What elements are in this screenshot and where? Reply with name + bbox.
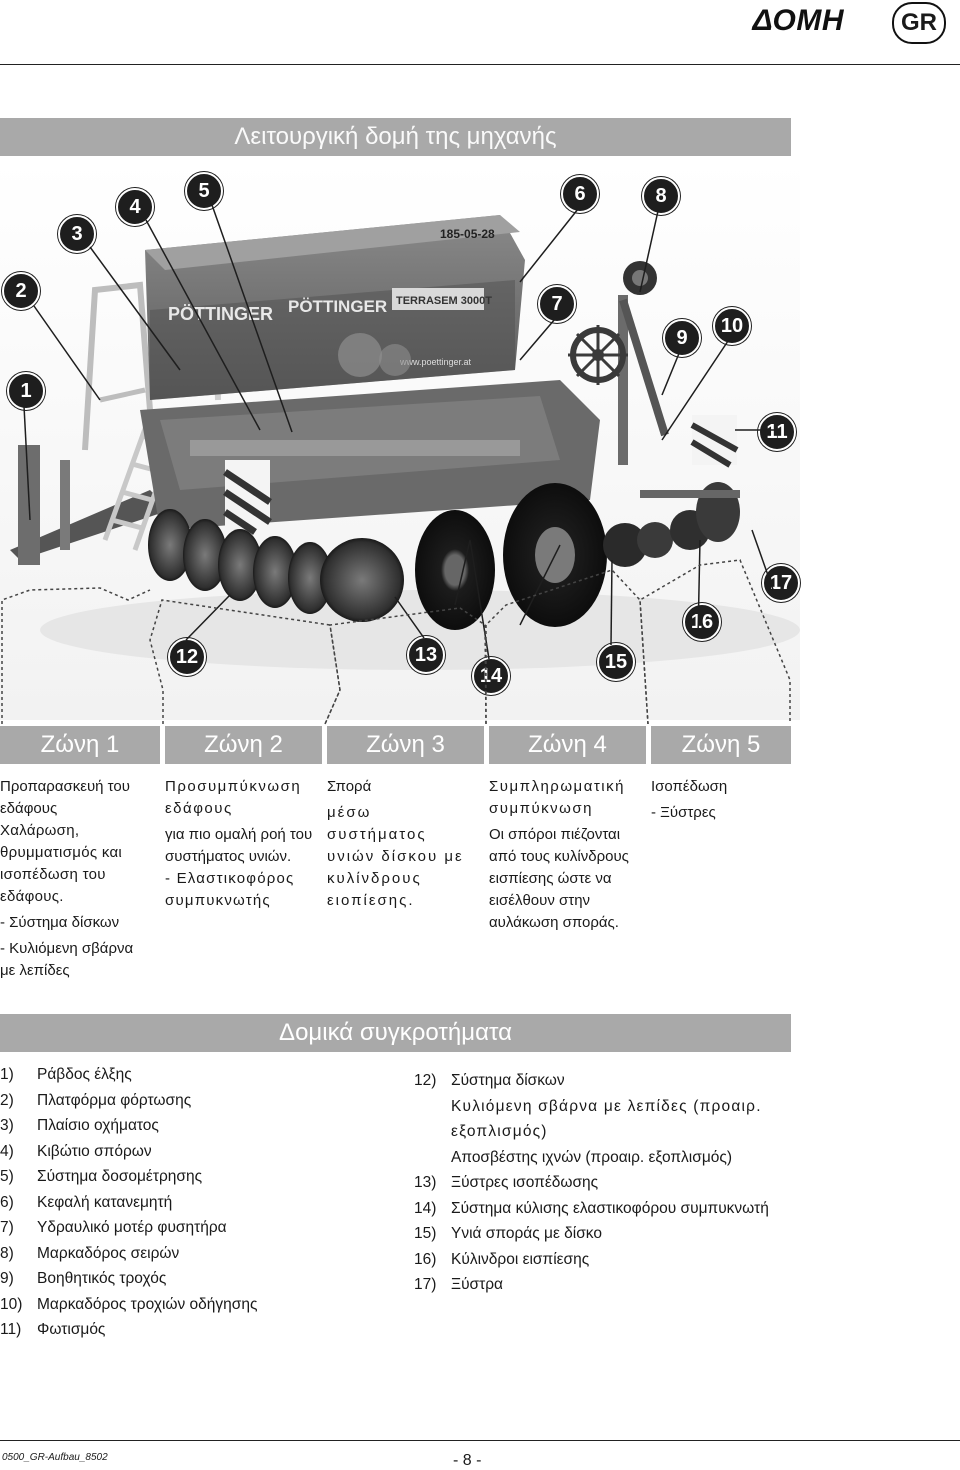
section-title: ΔΟΜΗ — [752, 4, 844, 37]
component-item: 17)Ξύστρα — [414, 1276, 504, 1293]
hopper-label: 185-05-28 — [440, 227, 495, 241]
functional-structure-title: Λειτουργική δομή της μηχανής — [0, 118, 791, 156]
callout-13: 13 — [407, 636, 445, 674]
component-item: 2)Πλατφόρμα φόρτωσης — [0, 1091, 192, 1109]
zone-1-title: Ζώνη 1 — [0, 726, 160, 764]
component-item: 11)Φωτισμός — [0, 1321, 106, 1338]
callout-12: 12 — [168, 638, 206, 676]
callout-2: 2 — [2, 272, 40, 310]
seed-drill-illustration: 185-05-28 PÖTTINGER PÖTTINGER TERRASEM 3… — [0, 160, 800, 720]
component-item: 15)Υνιά σποράς με δίσκο — [414, 1225, 602, 1242]
component-item: 3)Πλαίσιο οχήματος — [0, 1117, 159, 1134]
callout-3: 3 — [58, 215, 96, 253]
zone-5-line: - Ξύστρες — [651, 804, 716, 821]
component-item: 6)Κεφαλή κατανεμητή — [0, 1193, 173, 1211]
zone-2-line: για πιο ομαλή ροή του συστήματος υνιών. — [165, 826, 313, 865]
component-item: 14)Σύστημα κύλισης ελαστικοφόρου συμπυκν… — [414, 1199, 769, 1217]
component-item: 16)Κύλινδροι εισπίεσης — [414, 1250, 590, 1268]
page-number: - 8 - — [453, 1452, 482, 1469]
document-code: 0500_GR-Aufbau_8502 — [2, 1452, 108, 1463]
brand-logo-left: PÖTTINGER — [168, 304, 273, 324]
component-item: 7)Υδραυλικό μοτέρ φυσητήρα — [0, 1219, 227, 1236]
zone-4-line: Οι σπόροι πιέζονται από τους κυλίνδρους … — [489, 826, 629, 931]
components-title: Δομικά συγκροτήματα — [0, 1014, 791, 1052]
zone-5-title: Ζώνη 5 — [651, 726, 791, 764]
zone-3-line: Σπορά — [327, 778, 372, 795]
zone-5-description: Ισοπέδωση - Ξύστρες — [651, 776, 791, 824]
zone-2-line: Προσυμπύκνωση εδάφους — [165, 778, 302, 817]
url-label: www.poettinger.at — [399, 357, 472, 367]
components-list-right: 12)Σύστημα δίσκων Κυλιόμενη σβάρνα με λε… — [414, 1068, 794, 1298]
callout-5: 5 — [185, 172, 223, 210]
component-item: 12)Σύστημα δίσκων — [414, 1072, 565, 1089]
callout-4: 4 — [116, 188, 154, 226]
callout-6: 6 — [561, 175, 599, 213]
components-list-left: 1)Ράβδος έλξης 2)Πλατφόρμα φόρτωσης 3)Πλ… — [0, 1062, 380, 1343]
component-item: Αποσβέστης ιχνών (προαιρ. εξοπλισμός) — [451, 1148, 732, 1166]
callout-1: 1 — [7, 372, 45, 410]
callout-14: 14 — [472, 657, 510, 695]
callout-15: 15 — [597, 643, 635, 681]
zone-2-line: - Ελαστικοφόρος συμπυκνωτής — [165, 870, 295, 909]
component-item: 10)Μαρκαδόρος τροχιών οδήγησης — [0, 1295, 258, 1313]
component-item: 8)Μαρκαδόρος σειρών — [0, 1244, 180, 1262]
callout-17: 17 — [762, 564, 800, 602]
callout-7: 7 — [538, 285, 576, 323]
brand-logo-right: PÖTTINGER — [288, 297, 387, 316]
component-item: 1)Ράβδος έλξης — [0, 1066, 132, 1083]
zone-1-line: Χαλάρωση, θρυμματισμός και ισοπέδωση του… — [0, 822, 123, 905]
model-label: TERRASEM 3000T — [396, 295, 492, 307]
zone-2-title: Ζώνη 2 — [165, 726, 322, 764]
zone-1-line: - Κυλιόμενη σβάρνα με λεπίδες — [0, 940, 134, 979]
machine-figure: 185-05-28 PÖTTINGER PÖTTINGER TERRASEM 3… — [0, 160, 800, 720]
component-item: 4)Κιβώτιο σπόρων — [0, 1142, 152, 1160]
zone-5-line: Ισοπέδωση — [651, 778, 728, 795]
zone-4-line: Συμπληρωματική συμπύκνωση — [489, 778, 625, 817]
component-item: Κυλιόμενη σβάρνα με λεπίδες (προαιρ. εξο… — [451, 1097, 762, 1141]
callout-9: 9 — [663, 319, 701, 357]
component-item: 5)Σύστημα δοσομέτρησης — [0, 1168, 203, 1185]
zone-1-line: Προπαρασκευή του εδάφους — [0, 778, 130, 817]
header-rule — [0, 64, 960, 65]
callout-10: 10 — [713, 307, 751, 345]
zone-1-description: Προπαρασκευή του εδάφους Χαλάρωση, θρυμμ… — [0, 776, 146, 982]
callout-11: 11 — [758, 413, 796, 451]
zone-4-description: Συμπληρωματική συμπύκνωση Οι σπόροι πιέζ… — [489, 776, 639, 934]
zone-3-line: μέσω συστήματος υνιών δίσκου με κυλίνδρο… — [327, 804, 464, 909]
zone-4-title: Ζώνη 4 — [489, 726, 646, 764]
component-item: 9)Βοηθητικός τροχός — [0, 1270, 167, 1287]
zone-3-description: Σπορά μέσω συστήματος υνιών δίσκου με κυ… — [327, 776, 475, 912]
component-item: 13)Ξύστρες ισοπέδωσης — [414, 1174, 599, 1191]
language-badge: GR — [892, 2, 946, 44]
zone-1-line: - Σύστημα δίσκων — [0, 914, 120, 931]
callout-16: 16 — [683, 603, 721, 641]
zone-3-title: Ζώνη 3 — [327, 726, 484, 764]
zone-2-description: Προσυμπύκνωση εδάφους για πιο ομαλή ροή … — [165, 776, 315, 912]
callout-8: 8 — [642, 177, 680, 215]
footer-rule — [0, 1440, 960, 1441]
